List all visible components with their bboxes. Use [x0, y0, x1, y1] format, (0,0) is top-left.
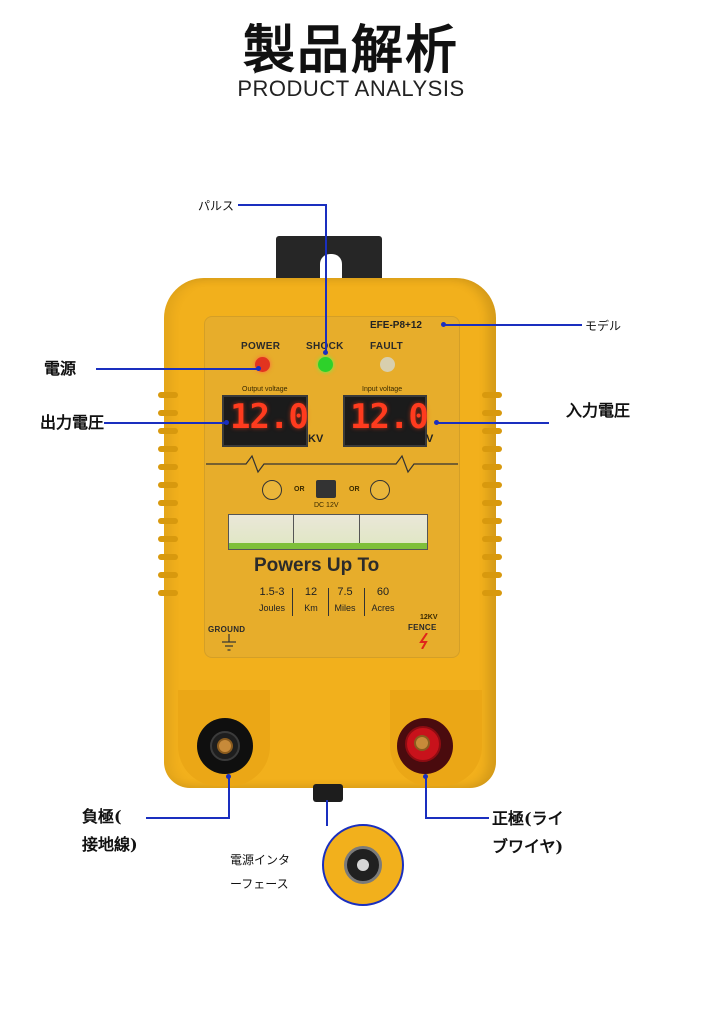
indicator-label-power: POWER	[241, 341, 281, 352]
dc-input-label: DC 12V	[314, 502, 339, 509]
page-title: 製品解析	[242, 20, 459, 81]
pulse-callout-line	[325, 204, 327, 352]
ground-label: GROUND	[208, 625, 246, 634]
callout-model: モデル	[585, 319, 622, 333]
source-or-2: OR	[349, 486, 360, 493]
pulse-waveform	[206, 454, 458, 474]
input-voltage-callout-line	[437, 422, 549, 424]
positive-callout-line	[425, 817, 489, 819]
callout-positive-line2: ブワイヤ)	[492, 837, 564, 856]
model-callout-dot	[441, 322, 446, 327]
power-callout-line	[96, 368, 258, 370]
input-voltage-caption: Input voltage	[362, 386, 403, 393]
power-callout-dot	[256, 366, 261, 371]
callout-power-interface-line1: 電源インタ	[230, 853, 291, 867]
output-voltage-display	[222, 395, 308, 447]
source-or-1: OR	[294, 486, 305, 493]
callout-pulse: パルス	[198, 199, 235, 213]
pulse-callout-dot	[323, 350, 328, 355]
stat-divider	[364, 588, 365, 616]
lightning-icon	[419, 633, 428, 649]
callout-positive-line1: 正極(ライ	[492, 809, 564, 828]
solar-panel-icon	[370, 480, 390, 500]
stat-km-value: 12	[304, 586, 318, 598]
livestock-picture-strip	[228, 514, 428, 550]
model-callout-line	[444, 324, 582, 326]
input-voltage-display	[343, 395, 427, 447]
stat-acres-unit: Acres	[371, 603, 395, 613]
negative-terminal-core	[217, 738, 233, 754]
indicator-label-fault: FAULT	[370, 341, 403, 352]
fence-label: FENCE	[408, 623, 437, 632]
shock-led	[318, 357, 333, 372]
powers-up-to-heading: Powers Up To	[254, 555, 380, 576]
fault-led	[380, 357, 395, 372]
battery-icon	[316, 480, 336, 498]
model-label: EFE-P8+12	[370, 320, 422, 331]
negative-callout-line	[146, 817, 230, 819]
stat-acres-value: 60	[376, 586, 390, 598]
stat-joules-value: 1.5-3	[259, 586, 285, 598]
power-interface-callout-line	[326, 800, 328, 826]
output-voltage-callout-line	[104, 422, 226, 424]
fence-kv-label: 12KV	[420, 614, 438, 621]
power-jack-stub	[313, 784, 343, 802]
output-voltage-caption: Output voltage	[242, 386, 288, 393]
pulse-callout-line	[238, 204, 326, 206]
output-voltage-callout-dot	[224, 420, 229, 425]
positive-callout-line	[425, 776, 427, 818]
input-voltage-unit: V	[426, 433, 434, 445]
callout-output-voltage: 出力電圧	[40, 413, 105, 432]
stat-divider	[292, 588, 293, 616]
output-voltage-value: 12.0	[230, 397, 309, 437]
stat-miles-unit: Miles	[334, 603, 356, 613]
stat-divider	[328, 588, 329, 616]
callout-power: 電源	[44, 359, 77, 378]
indicator-label-shock: SHOCK	[306, 341, 344, 352]
stat-miles-value: 7.5	[337, 586, 353, 598]
callout-negative-line2: 接地線)	[82, 835, 138, 854]
output-voltage-unit: KV	[308, 433, 324, 445]
callout-input-voltage: 入力電圧	[566, 401, 631, 420]
input-voltage-callout-dot	[434, 420, 439, 425]
plug-icon	[262, 480, 282, 500]
stat-joules-unit: Joules	[258, 603, 285, 613]
dc-jack-pin	[357, 859, 369, 871]
positive-terminal-core	[414, 735, 430, 751]
callout-power-interface-line2: ーフェース	[230, 877, 289, 891]
stat-km-unit: Km	[304, 603, 318, 613]
callout-negative-line1: 負極(	[82, 807, 122, 826]
page-subtitle: PRODUCT ANALYSIS	[237, 76, 465, 101]
ground-icon	[222, 634, 236, 651]
input-voltage-value: 12.0	[350, 397, 429, 437]
negative-callout-line	[228, 776, 230, 818]
